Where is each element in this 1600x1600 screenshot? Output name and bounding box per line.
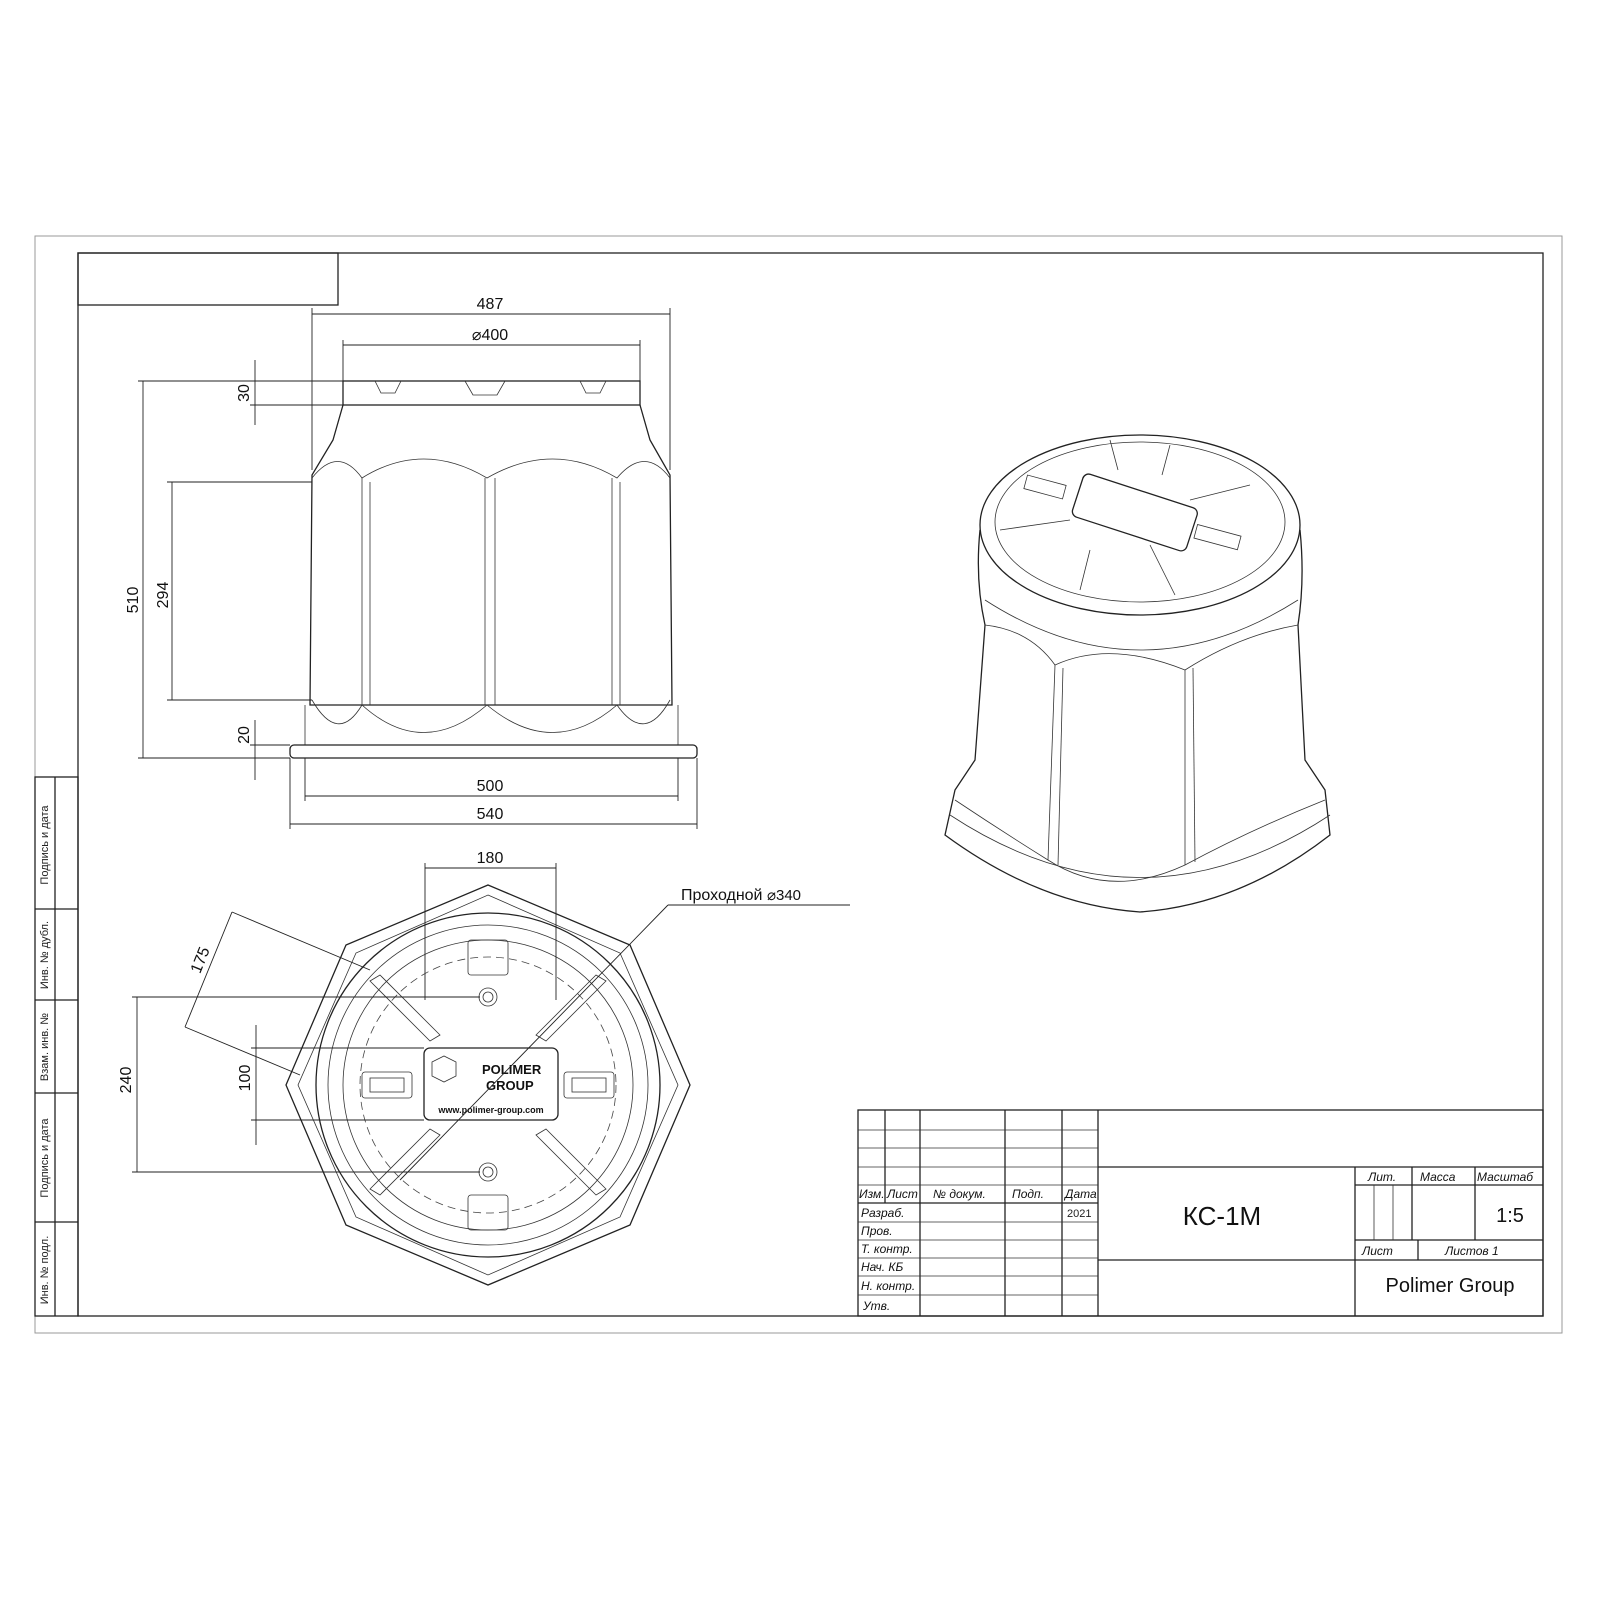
stamp-label: Инв. № дубл. — [39, 921, 51, 989]
stamp-label: Подпись и дата — [39, 805, 51, 885]
dim-base-inner: 500 — [477, 778, 504, 795]
role-label: Пров. — [861, 1224, 893, 1238]
dim-total-height: 510 — [125, 587, 142, 614]
outer-border — [34, 235, 1563, 1334]
side-view: 487 ⌀400 30 510 294 20 500 540 — [125, 296, 698, 829]
lit-label: Лит. — [1367, 1170, 1396, 1184]
dim-base-outer: 540 — [477, 806, 504, 823]
sheet-label: Лист — [1361, 1244, 1393, 1258]
scale-label: Масштаб — [1477, 1170, 1534, 1184]
scale-value: 1:5 — [1496, 1205, 1524, 1227]
logo-line2: GROUP — [486, 1078, 534, 1093]
year: 2021 — [1067, 1208, 1091, 1220]
top-left-box — [77, 252, 339, 306]
stamp-label: Инв. № подл. — [39, 1236, 51, 1305]
logo-line1: POLIMER — [482, 1062, 542, 1077]
plan-view: POLIMER GROUP www.polimer-group.com 180 … — [118, 850, 850, 1286]
dim-plan-diag: 175 — [188, 945, 214, 976]
isometric-view — [944, 434, 1331, 913]
role-label: Разраб. — [861, 1206, 904, 1220]
dim-plan-width: 180 — [477, 850, 504, 867]
header-list: Лист — [886, 1187, 918, 1201]
dim-plan-240: 240 — [118, 1067, 135, 1094]
drawing-frame — [77, 252, 1544, 1317]
role-label: Утв. — [862, 1299, 890, 1313]
logo-url: www.polimer-group.com — [437, 1105, 543, 1115]
header-date: Дата — [1063, 1187, 1097, 1201]
dim-base-height: 20 — [236, 726, 253, 744]
mass-label: Масса — [1420, 1170, 1456, 1184]
header-sign: Подп. — [1012, 1187, 1044, 1201]
header-doc: № докум. — [933, 1187, 986, 1201]
designation: КС-1М — [1183, 1201, 1261, 1231]
header-izm: Изм. — [859, 1187, 885, 1201]
passage-label: Проходной ⌀340 — [681, 887, 801, 904]
dim-plan-100: 100 — [237, 1065, 254, 1092]
dim-cap-height: 30 — [236, 384, 253, 402]
sheets-label: Листов 1 — [1444, 1244, 1499, 1258]
dim-body-height: 294 — [155, 582, 172, 609]
company-name: Polimer Group — [1386, 1275, 1515, 1297]
role-label: Н. контр. — [861, 1279, 915, 1293]
title-block: Изм. Лист № докум. Подп. Дата Разраб. Пр… — [857, 1109, 1544, 1317]
role-label: Нач. КБ — [861, 1260, 903, 1274]
dim-width-top: 487 — [477, 296, 504, 313]
stamp-label: Подпись и дата — [39, 1118, 51, 1198]
side-stamp-column: Подпись и дата Инв. № дубл. Взам. инв. №… — [34, 776, 79, 1317]
role-label: Т. контр. — [861, 1242, 913, 1256]
stamp-label: Взам. инв. № — [39, 1013, 51, 1081]
dim-cap-diameter: ⌀400 — [472, 327, 508, 344]
